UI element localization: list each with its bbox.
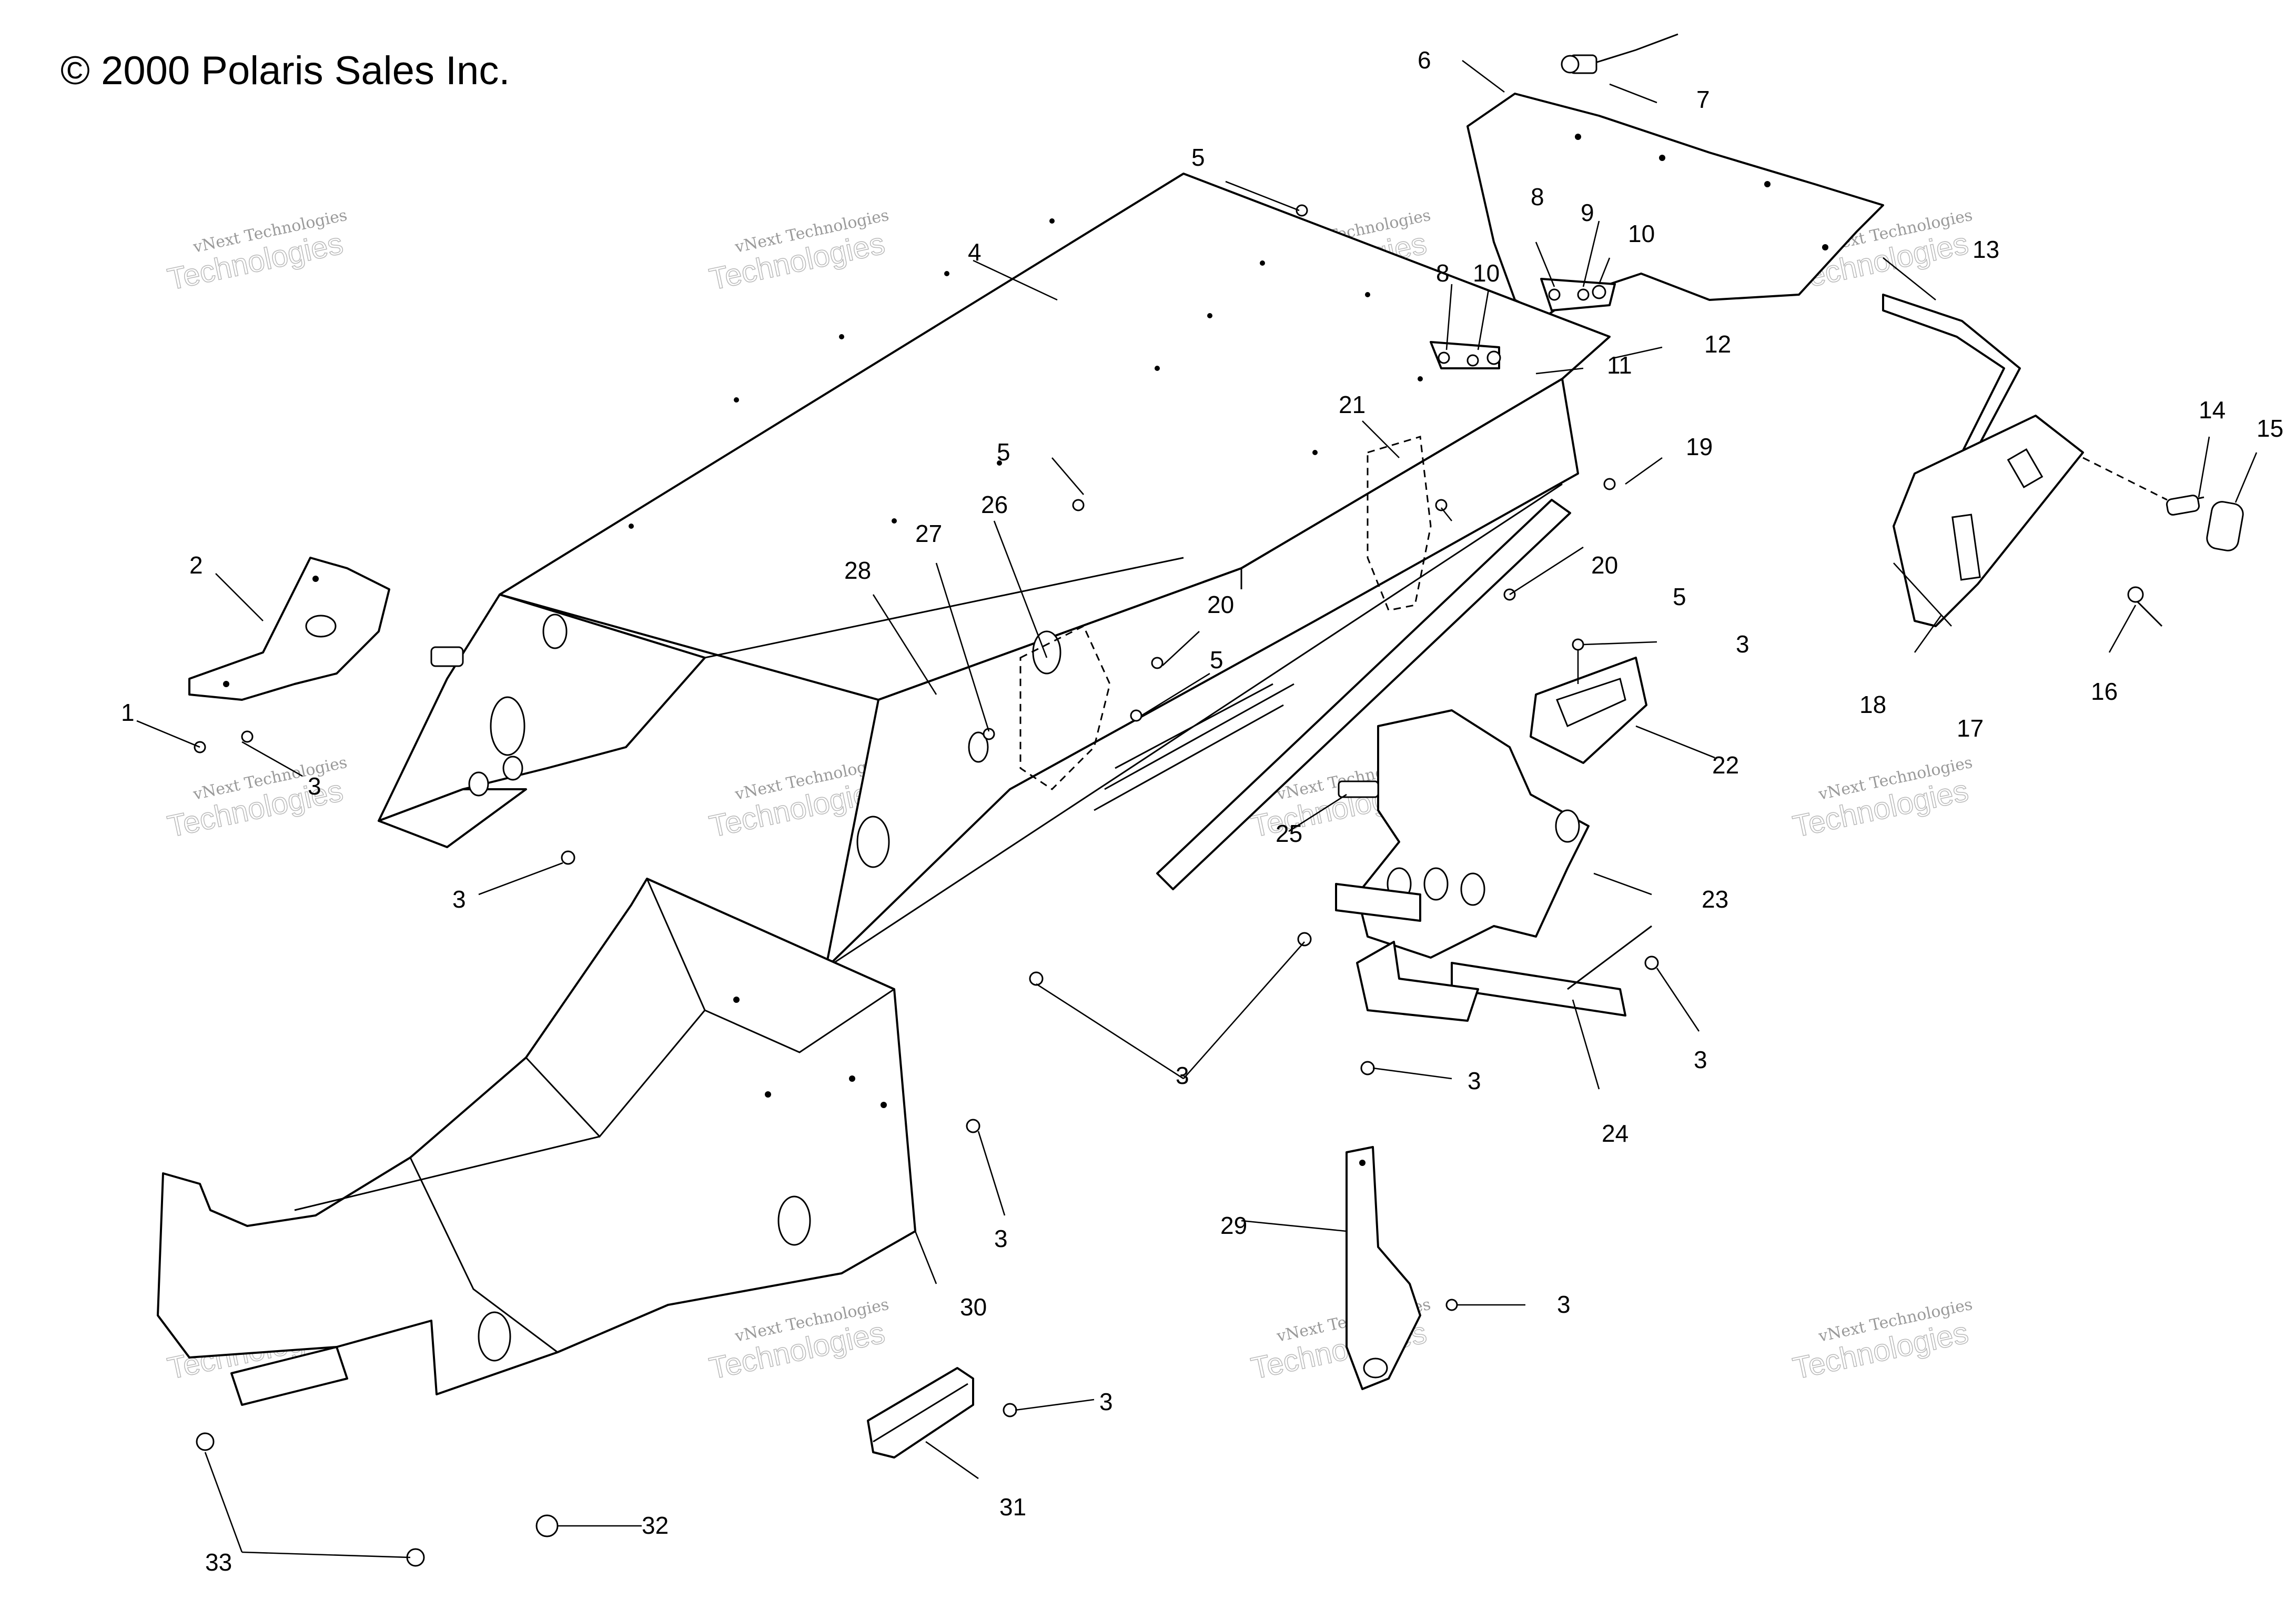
rear-bracket [1893, 415, 2084, 627]
pin [1338, 780, 1379, 798]
callout-18: 18 [1859, 691, 1886, 718]
angle-bracket [867, 1367, 974, 1459]
callout-1: 1 [121, 699, 135, 726]
leader-lines [136, 59, 2258, 1558]
callout-23: 23 [1702, 886, 1728, 913]
callout-3: 3 [452, 886, 466, 913]
callout-20: 20 [1591, 551, 1618, 579]
callout-31: 31 [999, 1493, 1026, 1521]
callout-32: 32 [642, 1512, 669, 1539]
callout-3: 3 [1099, 1388, 1113, 1415]
callout-30: 30 [960, 1293, 987, 1321]
callout-24: 24 [1602, 1120, 1629, 1147]
callout-3: 3 [1468, 1067, 1481, 1094]
callout-labels: 1 2 3 3 3 3 3 3 3 3 3 3 4 5 5 5 5 6 7 8 … [121, 46, 2283, 1576]
callout-2: 2 [189, 551, 203, 579]
callout-3: 3 [1694, 1046, 1707, 1073]
hidden-bracket-21 [1367, 436, 1432, 611]
rivet-33a [196, 1432, 215, 1451]
hidden-bracket-26 [1019, 625, 1111, 790]
callout-14: 14 [2199, 396, 2226, 424]
callout-5: 5 [1673, 583, 1686, 610]
callout-10: 10 [1473, 259, 1500, 287]
front-bulkhead [157, 878, 916, 1406]
callout-6: 6 [1418, 46, 1431, 74]
footrest [1530, 638, 1647, 764]
watermark-5: Technologies vNext Technologies [164, 753, 349, 844]
callout-5: 5 [997, 438, 1010, 466]
callout-28: 28 [844, 557, 871, 584]
callout-9: 9 [1581, 199, 1594, 226]
toe-hold-bracket [1335, 709, 1590, 959]
callout-3: 3 [1736, 630, 1749, 658]
callout-17: 17 [1957, 715, 1984, 742]
callout-13: 13 [1973, 236, 1999, 263]
callout-8: 8 [1436, 259, 1450, 287]
mounting-plates [1430, 278, 1616, 369]
callout-8: 8 [1531, 183, 1544, 210]
watermark-1: Technologies vNext Technologies [164, 206, 349, 297]
callout-21: 21 [1339, 391, 1366, 418]
callout-10: 10 [1628, 220, 1655, 247]
rivet-32 [535, 1514, 559, 1537]
callout-33: 33 [205, 1548, 232, 1576]
watermark-8: Technologies vNext Technologies [1789, 753, 1974, 844]
watermark-10: Technologies vNext Technologies [706, 1295, 891, 1386]
callout-12: 12 [1704, 330, 1731, 358]
callout-27: 27 [915, 520, 942, 547]
strap [1882, 294, 2021, 454]
callout-26: 26 [981, 491, 1008, 518]
cable [1561, 33, 1678, 74]
callout-3: 3 [1176, 1062, 1189, 1089]
fasteners [194, 204, 1659, 1417]
left-bracket [188, 557, 390, 701]
callout-25: 25 [1276, 820, 1302, 847]
callout-3: 3 [994, 1225, 1008, 1252]
callout-19: 19 [1686, 433, 1713, 460]
callout-16: 16 [2091, 678, 2118, 705]
callout-20: 20 [1207, 591, 1234, 618]
copyright-notice: © 2000 Polaris Sales Inc. [60, 48, 510, 93]
callout-3: 3 [308, 772, 321, 800]
callout-29: 29 [1220, 1212, 1247, 1239]
callout-4: 4 [968, 238, 982, 266]
callout-5: 5 [1210, 646, 1223, 673]
fasteners-rear [2082, 457, 2244, 627]
callout-22: 22 [1712, 751, 1739, 779]
watermark-2: Technologies vNext Technologies [706, 206, 891, 297]
watermark-12: Technologies vNext Technologies [1789, 1295, 1974, 1386]
rod [1451, 925, 1652, 1017]
callout-15: 15 [2257, 415, 2283, 442]
callout-11: 11 [1607, 351, 1632, 379]
callout-3: 3 [1557, 1291, 1571, 1318]
callout-7: 7 [1696, 86, 1710, 113]
callout-5: 5 [1191, 144, 1205, 171]
main-tunnel [378, 173, 1611, 969]
lower-bracket [1356, 941, 1479, 1022]
bracket-29 [1346, 1146, 1421, 1390]
